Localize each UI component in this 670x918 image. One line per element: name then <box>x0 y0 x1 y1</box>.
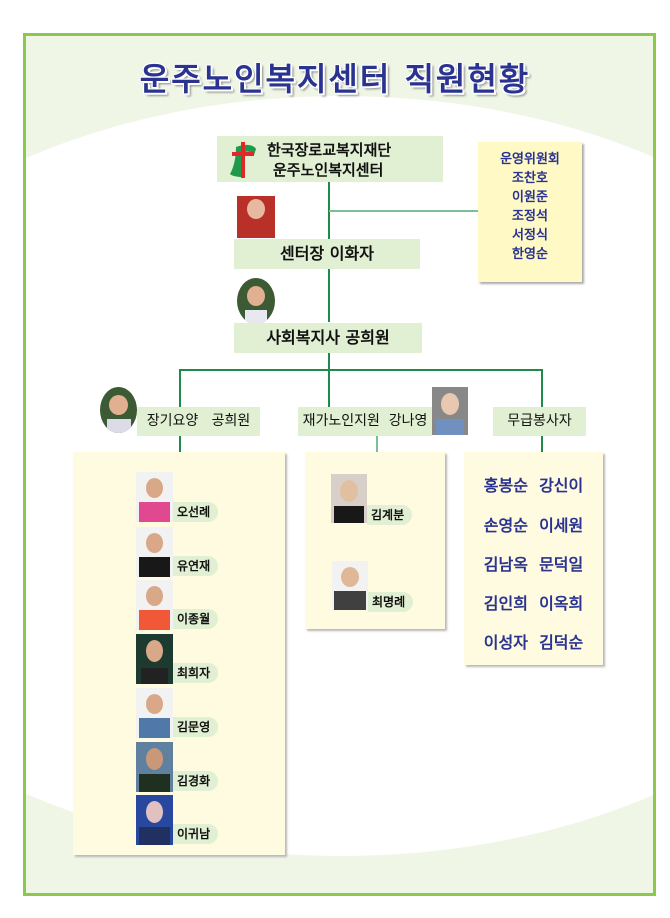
cross-logo-icon <box>230 142 256 178</box>
staff-photo <box>136 472 173 522</box>
staff-name-tag: 최명례 <box>368 592 414 612</box>
volunteer-name: 김인희 <box>483 594 528 613</box>
staff-name-tag: 유연재 <box>173 556 219 576</box>
volunteer-row: 이성자 김덕순 <box>464 629 603 653</box>
organization-name-line2: 운주노인복지센터 <box>273 161 384 179</box>
volunteer-row: 홍봉순 강신이 <box>464 472 603 496</box>
director-box: 센터장 이화자 <box>234 239 420 269</box>
longterm-care-manager-photo <box>100 387 137 433</box>
committee-member: 조찬호 <box>512 171 548 186</box>
volunteer-name: 김덕순 <box>539 633 584 652</box>
dept-volunteer-label: 무급봉사자 <box>507 413 572 429</box>
director-label: 센터장 이화자 <box>280 244 374 263</box>
staff-name-tag: 최희자 <box>173 663 219 683</box>
organization-name-line1: 한국장로교복지재단 <box>267 141 392 159</box>
dept-volunteer-box: 무급봉사자 <box>493 407 586 436</box>
volunteer-panel: 홍봉순 강신이 손영순 이세원 김남옥 문덕일 김인희 이옥희 이성자 김덕순 <box>464 452 603 665</box>
staff-name-tag: 김계분 <box>367 505 413 525</box>
connector-committee <box>329 210 478 212</box>
social-worker-box: 사회복지사 공희원 <box>234 323 422 353</box>
organization-box: 한국장로교복지재단 운주노인복지센터 <box>217 136 443 182</box>
staff-photo <box>331 474 367 523</box>
connector-branch-left <box>179 369 181 407</box>
committee-title: 운영위원회 <box>500 152 560 167</box>
dept-longterm-care-box: 장기요양 공희원 <box>137 407 260 436</box>
social-worker-label: 사회복지사 공희원 <box>266 328 390 347</box>
staff-photo <box>136 742 173 792</box>
staff-name-tag: 이귀남 <box>173 824 219 844</box>
social-worker-photo <box>237 278 275 324</box>
home-care-manager-photo <box>432 387 468 435</box>
volunteer-name: 이옥희 <box>539 594 584 613</box>
staff-name-tag: 김경화 <box>173 771 219 791</box>
volunteer-name: 이성자 <box>483 633 528 652</box>
connector-director-socialworker <box>328 269 330 322</box>
staff-photo <box>136 580 173 630</box>
volunteer-name: 강신이 <box>539 476 584 495</box>
staff-photo <box>136 688 173 738</box>
longterm-care-staff-panel: 오선례 유연재 이종월 최희자 김문영 김경화 이귀남 <box>73 452 285 855</box>
volunteer-row: 김인희 이옥희 <box>464 590 603 614</box>
dept-longterm-care-label: 장기요양 공희원 <box>146 413 251 429</box>
director-photo <box>237 196 275 238</box>
home-care-staff-panel: 김계분 최명례 <box>305 452 445 629</box>
staff-name-tag: 오선례 <box>173 502 219 522</box>
connector-dept3-panel <box>541 436 543 452</box>
dept-home-care-box: 재가노인지원 강나영 <box>298 407 432 436</box>
committee-member: 이원준 <box>512 190 548 205</box>
volunteer-row: 김남옥 문덕일 <box>464 551 603 575</box>
connector-branch-horizontal <box>179 369 542 371</box>
staff-photo <box>136 527 173 577</box>
staff-name-tag: 이종월 <box>173 609 219 629</box>
connector-branch-right <box>541 369 543 407</box>
staff-photo <box>332 561 368 610</box>
volunteer-name: 손영순 <box>483 516 528 535</box>
connector-dept2-panel <box>376 436 378 452</box>
staff-photo <box>136 634 173 684</box>
committee-member: 한영순 <box>512 247 548 262</box>
staff-photo <box>136 795 173 845</box>
volunteer-name: 홍봉순 <box>483 476 528 495</box>
connector-dept1-panel <box>179 436 181 452</box>
page-title: 운주노인복지센터 직원현황 <box>139 60 531 98</box>
dept-home-care-label: 재가노인지원 강나영 <box>302 413 428 429</box>
committee-member: 조정석 <box>512 209 548 224</box>
committee-box: 운영위원회 조찬호 이원준 조정석 서정식 한영순 <box>478 142 582 282</box>
volunteer-name: 문덕일 <box>539 555 584 574</box>
committee-member: 서정식 <box>512 228 548 243</box>
volunteer-name: 이세원 <box>539 516 584 535</box>
volunteer-name: 김남옥 <box>483 555 528 574</box>
connector-socialworker-branch <box>328 353 330 408</box>
staff-name-tag: 김문영 <box>173 717 219 737</box>
volunteer-row: 손영순 이세원 <box>464 512 603 536</box>
